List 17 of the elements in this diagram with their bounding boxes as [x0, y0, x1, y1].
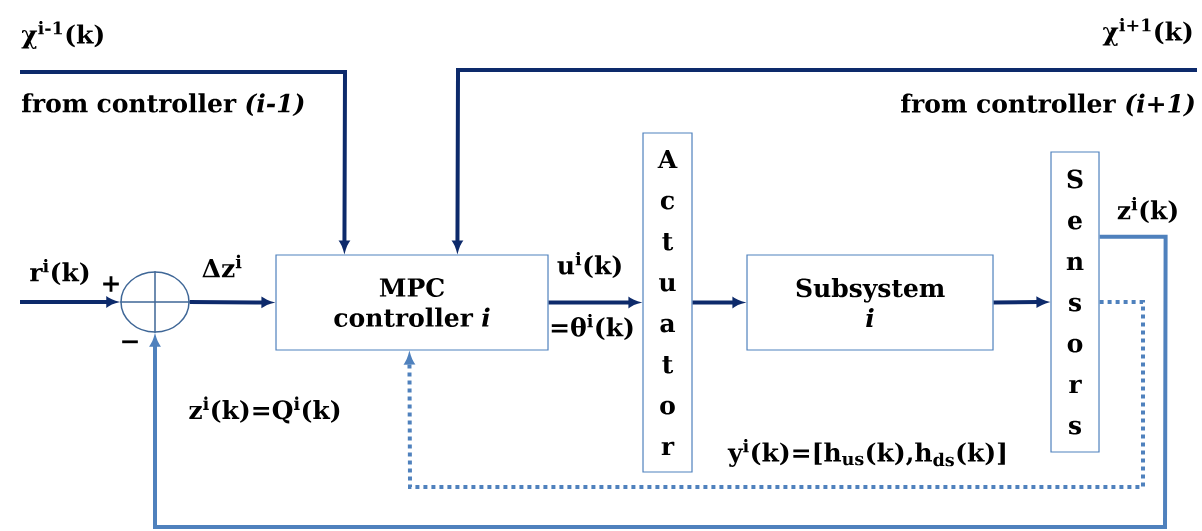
arrow: [993, 297, 1047, 307]
sign-label: +: [103, 276, 119, 292]
edge-label: u$^{i}$(k): [555, 250, 625, 280]
edge-label: y$^{i}$(k)=[h$_{us}$(k),h$_{ds}$(k)]: [727, 438, 1009, 468]
signal-label: z$^{i}$(k)=Q$^{i}$(k): [189, 396, 340, 424]
arrow: [20, 297, 117, 307]
summing-junction: [119, 270, 191, 334]
subsystem-box: Subsystem i: [746, 254, 994, 351]
signal-label: =θ$^{i}$(k): [551, 313, 633, 341]
edge-label: χ$^{i+1}$(k): [1101, 17, 1195, 47]
feedback-arrow: [150, 234, 1168, 529]
edge-label: r$^{i}$(k): [28, 257, 92, 287]
controller-box: MPC controller i: [275, 254, 549, 351]
edge-label: χ$^{i-1}$(k): [20, 20, 107, 50]
edge-label: Δz$^{i}$: [200, 253, 244, 279]
sign-label: −: [122, 340, 138, 344]
feedback-arrow: [404, 300, 1145, 489]
